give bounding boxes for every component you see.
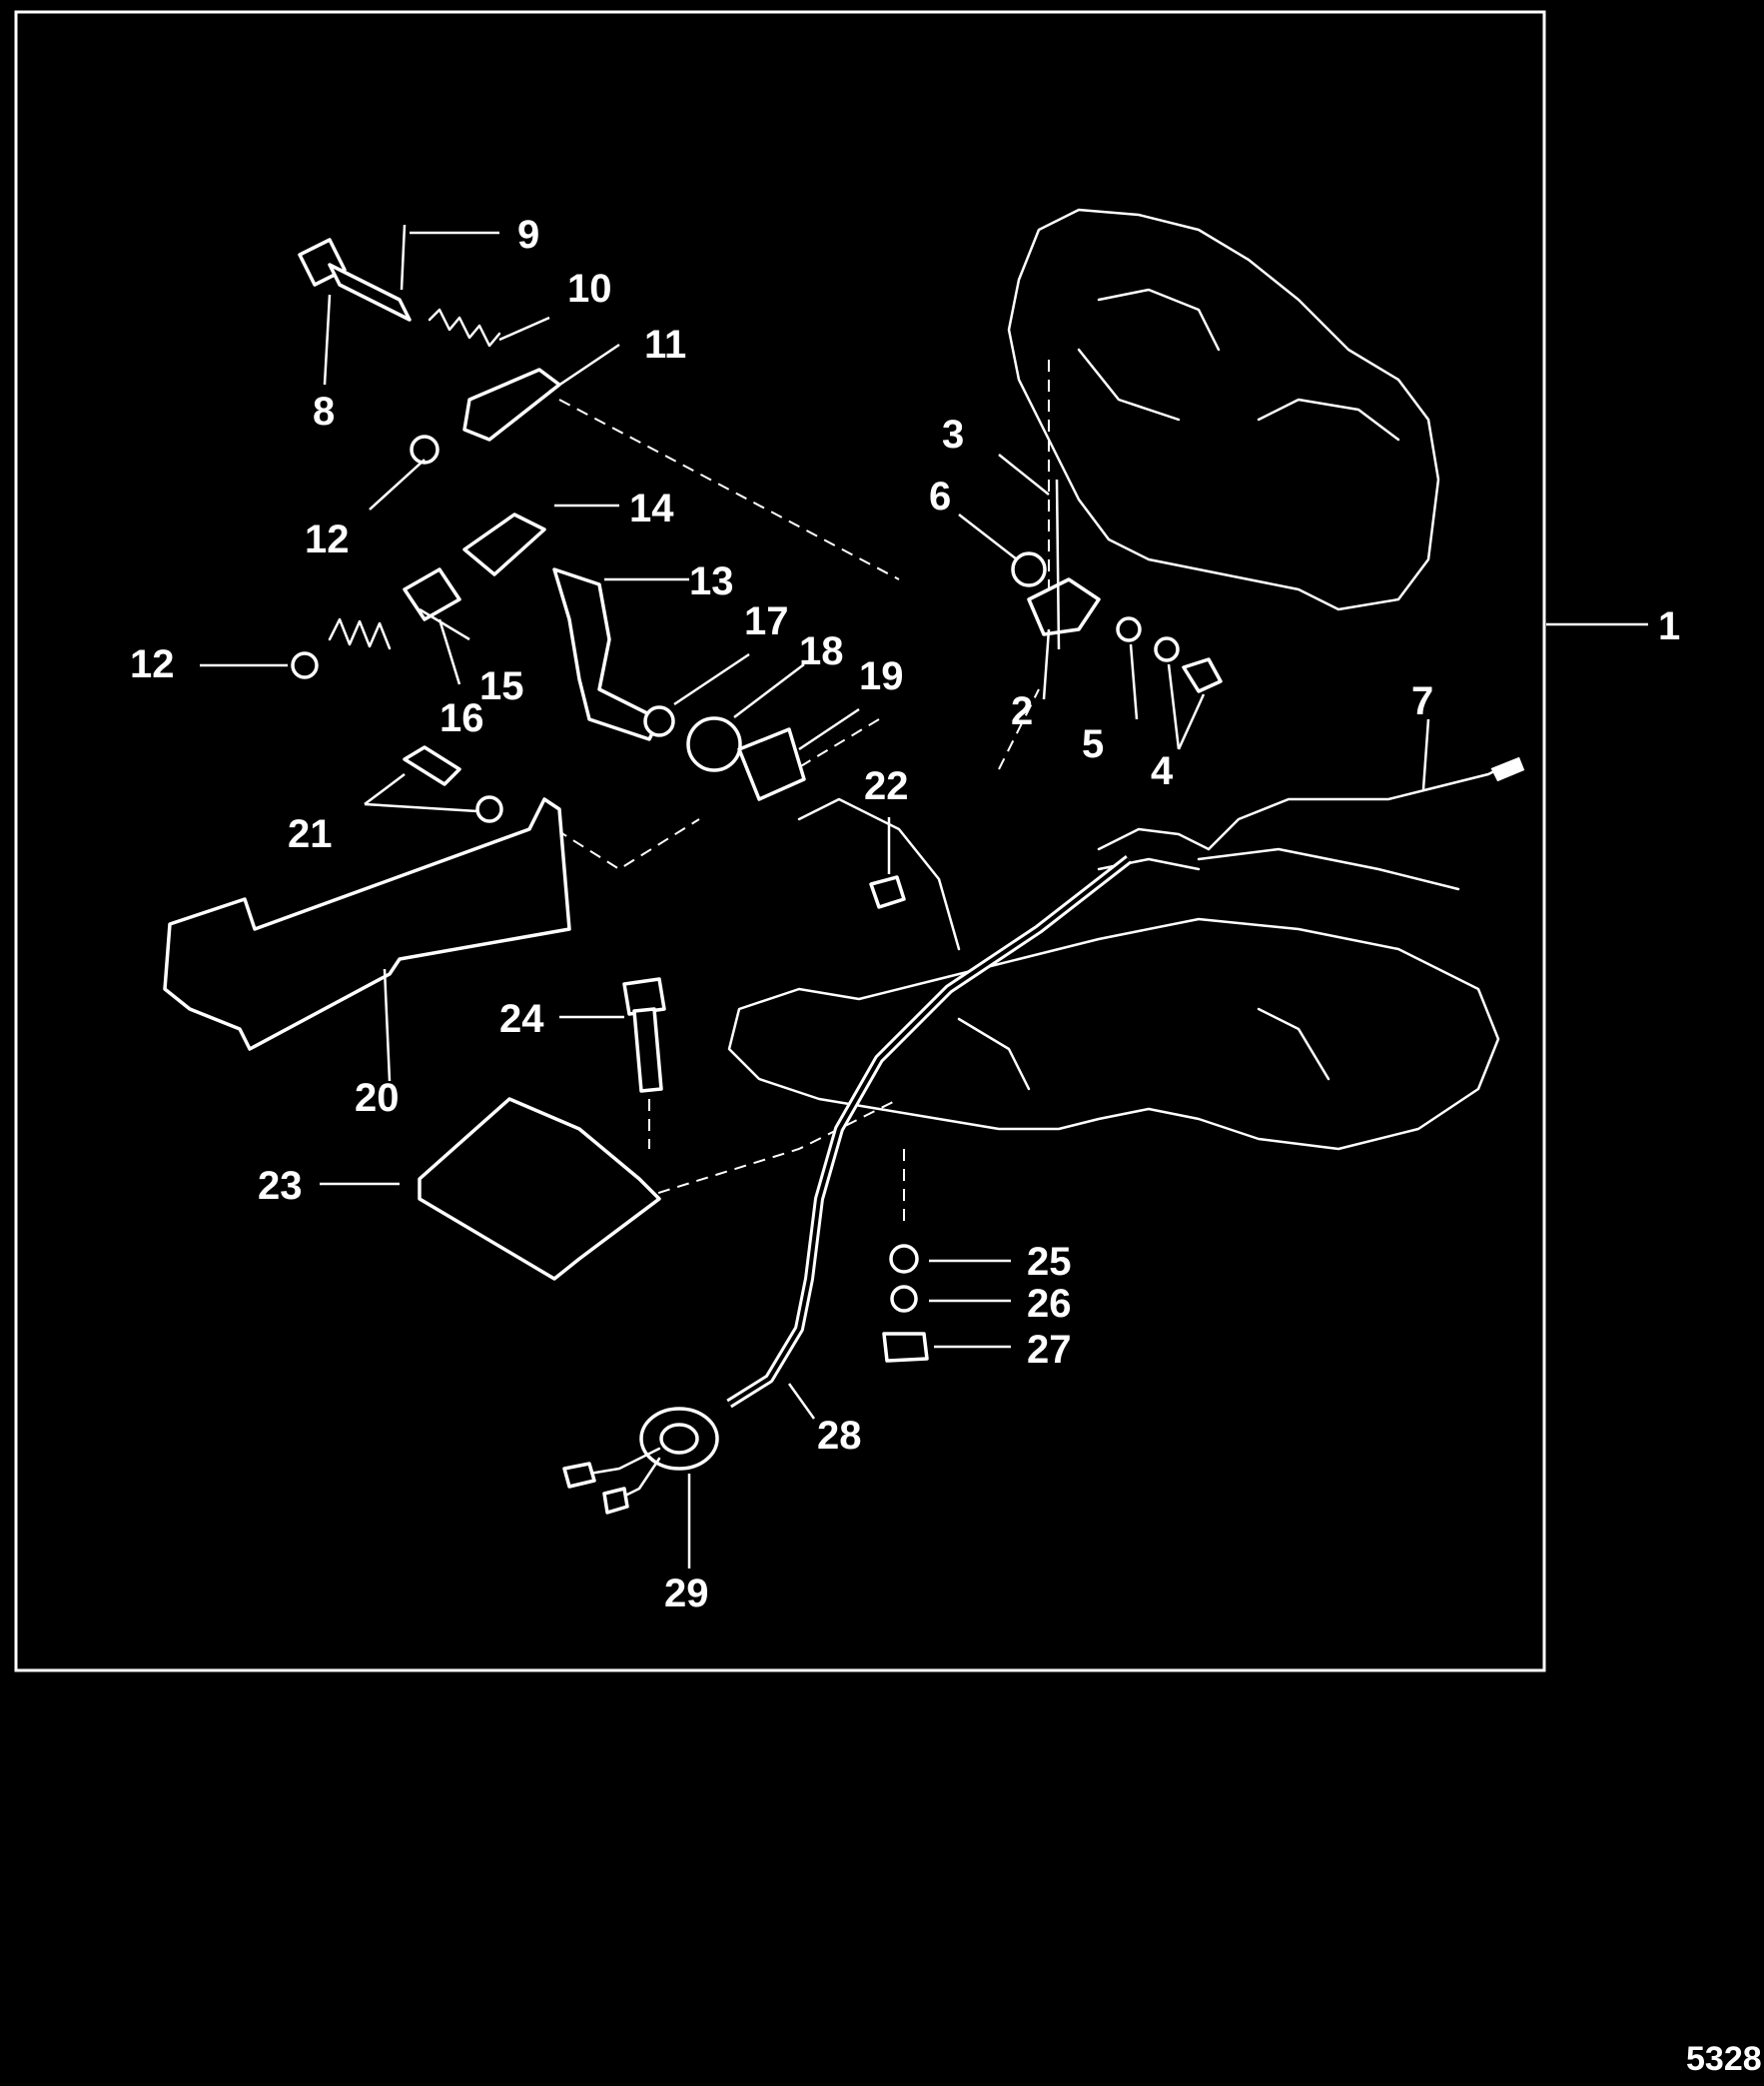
- engine-block-outline: [1007, 208, 1440, 611]
- wiring-branches: [1097, 827, 1211, 871]
- part-9-pin: [400, 224, 407, 291]
- part-7-wire: [1207, 762, 1510, 851]
- part-26-lockwasher: [890, 1285, 918, 1313]
- callout-24: 24: [499, 997, 544, 1041]
- diagram-frame: [14, 10, 1546, 1672]
- part-12-washer-upper: [410, 435, 440, 465]
- callout-16: 16: [440, 696, 484, 740]
- part-8-bolt: [298, 238, 412, 322]
- callout-5: 5: [1082, 722, 1104, 766]
- part-7-connector: [1490, 756, 1525, 782]
- part-11-clevis: [462, 368, 561, 442]
- callout-4: 4: [1151, 749, 1174, 793]
- callout-22: 22: [864, 764, 909, 808]
- callout-11: 11: [644, 323, 686, 367]
- part-4-washer: [1154, 636, 1180, 662]
- part-10-spring: [428, 308, 501, 348]
- part-15-bushing: [403, 567, 461, 621]
- part-2-switch: [1027, 577, 1101, 636]
- callout-26: 26: [1027, 1282, 1072, 1326]
- callout-17: 17: [744, 599, 789, 643]
- callout-29: 29: [664, 1571, 709, 1615]
- part-28-cable-core: [727, 857, 1131, 1406]
- figure-number: 5328: [1686, 2040, 1762, 2078]
- part-3-pin: [1055, 479, 1061, 650]
- part-6-washer: [1011, 551, 1047, 587]
- callout-12a: 12: [305, 518, 350, 561]
- part-24-bolt: [622, 977, 666, 1093]
- callout-6: 6: [929, 475, 951, 519]
- assembly-lines: [538, 360, 1050, 1229]
- callout-18: 18: [799, 629, 844, 673]
- part-23-plate: [418, 1097, 661, 1281]
- part-27-nut: [882, 1332, 929, 1363]
- part-19-bushing: [737, 727, 806, 801]
- part-21-screw: [403, 745, 461, 786]
- callout-1: 1: [1658, 604, 1680, 648]
- callout-27: 27: [1027, 1328, 1072, 1372]
- callout-9: 9: [517, 213, 539, 257]
- part-29-grommet: [562, 1407, 719, 1515]
- callout-12b: 12: [130, 642, 175, 686]
- callout-7: 7: [1411, 679, 1433, 723]
- callout-14: 14: [629, 487, 674, 530]
- part-21-washer: [475, 795, 503, 823]
- part-17-ring: [643, 705, 675, 737]
- callout-20: 20: [355, 1076, 400, 1120]
- part-18-seal: [686, 716, 742, 772]
- part-25-washer: [889, 1244, 919, 1274]
- engine-base-outline: [727, 797, 1500, 1151]
- part-16-spring: [328, 617, 392, 650]
- part-20-bracket: [163, 797, 571, 1051]
- callout-15: 15: [479, 664, 524, 708]
- callout-8: 8: [313, 390, 335, 434]
- callout-13: 13: [689, 559, 734, 603]
- callout-19: 19: [859, 654, 904, 698]
- callout-10: 10: [567, 267, 612, 311]
- part-22-nut: [869, 875, 906, 909]
- callout-23: 23: [258, 1164, 303, 1208]
- callout-21: 21: [288, 812, 333, 856]
- callout-25: 25: [1027, 1240, 1072, 1284]
- part-13-shift-lever: [552, 567, 661, 741]
- callout-28: 28: [817, 1414, 862, 1458]
- leader-lines: [200, 231, 1648, 1568]
- part-14-sleeve: [462, 513, 546, 576]
- part-12-washer-lower: [291, 651, 319, 679]
- callouts: 1 2 3 4 5 6 7 8 9 10 11 12 12 13 14 15 1…: [130, 213, 1680, 1615]
- part-4-screw: [1182, 657, 1223, 693]
- callout-2: 2: [1011, 689, 1033, 733]
- callout-3: 3: [942, 413, 964, 457]
- part-5-washer: [1116, 616, 1142, 642]
